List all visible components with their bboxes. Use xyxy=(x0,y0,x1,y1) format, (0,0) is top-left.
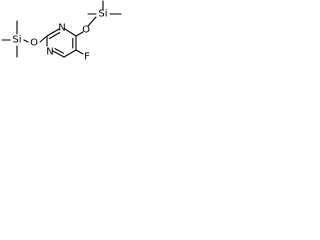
atom-n1: N xyxy=(46,47,53,58)
bond-c6-n1 xyxy=(52,50,65,58)
bond-c4-o4 xyxy=(75,31,84,37)
atom-si-left: Si xyxy=(12,35,21,46)
atom-o4-right: O xyxy=(82,25,90,36)
chemical-structure-diagram: N N O O Si Si F xyxy=(1,0,122,63)
atom-labels: N N O O Si Si F xyxy=(12,9,107,63)
bond-c5-c6 xyxy=(63,49,77,58)
bond-c2-n3-double xyxy=(48,32,61,40)
atom-n3: N xyxy=(58,23,65,34)
bond-c6-n1-double xyxy=(54,48,65,54)
atom-si-right: Si xyxy=(98,9,107,20)
bond-n3-c4 xyxy=(64,28,77,37)
bond-c2-n3 xyxy=(46,28,60,37)
bond-o4-si-right xyxy=(87,16,97,27)
atom-o2-left: O xyxy=(30,38,38,49)
substituent-bonds xyxy=(1,0,122,58)
bond-c2-o2 xyxy=(39,35,48,43)
bond-c5-f xyxy=(75,49,84,55)
atom-f5: F xyxy=(84,52,90,63)
pyrimidine-ring xyxy=(46,28,77,58)
bond-o2-si-left xyxy=(23,39,29,43)
